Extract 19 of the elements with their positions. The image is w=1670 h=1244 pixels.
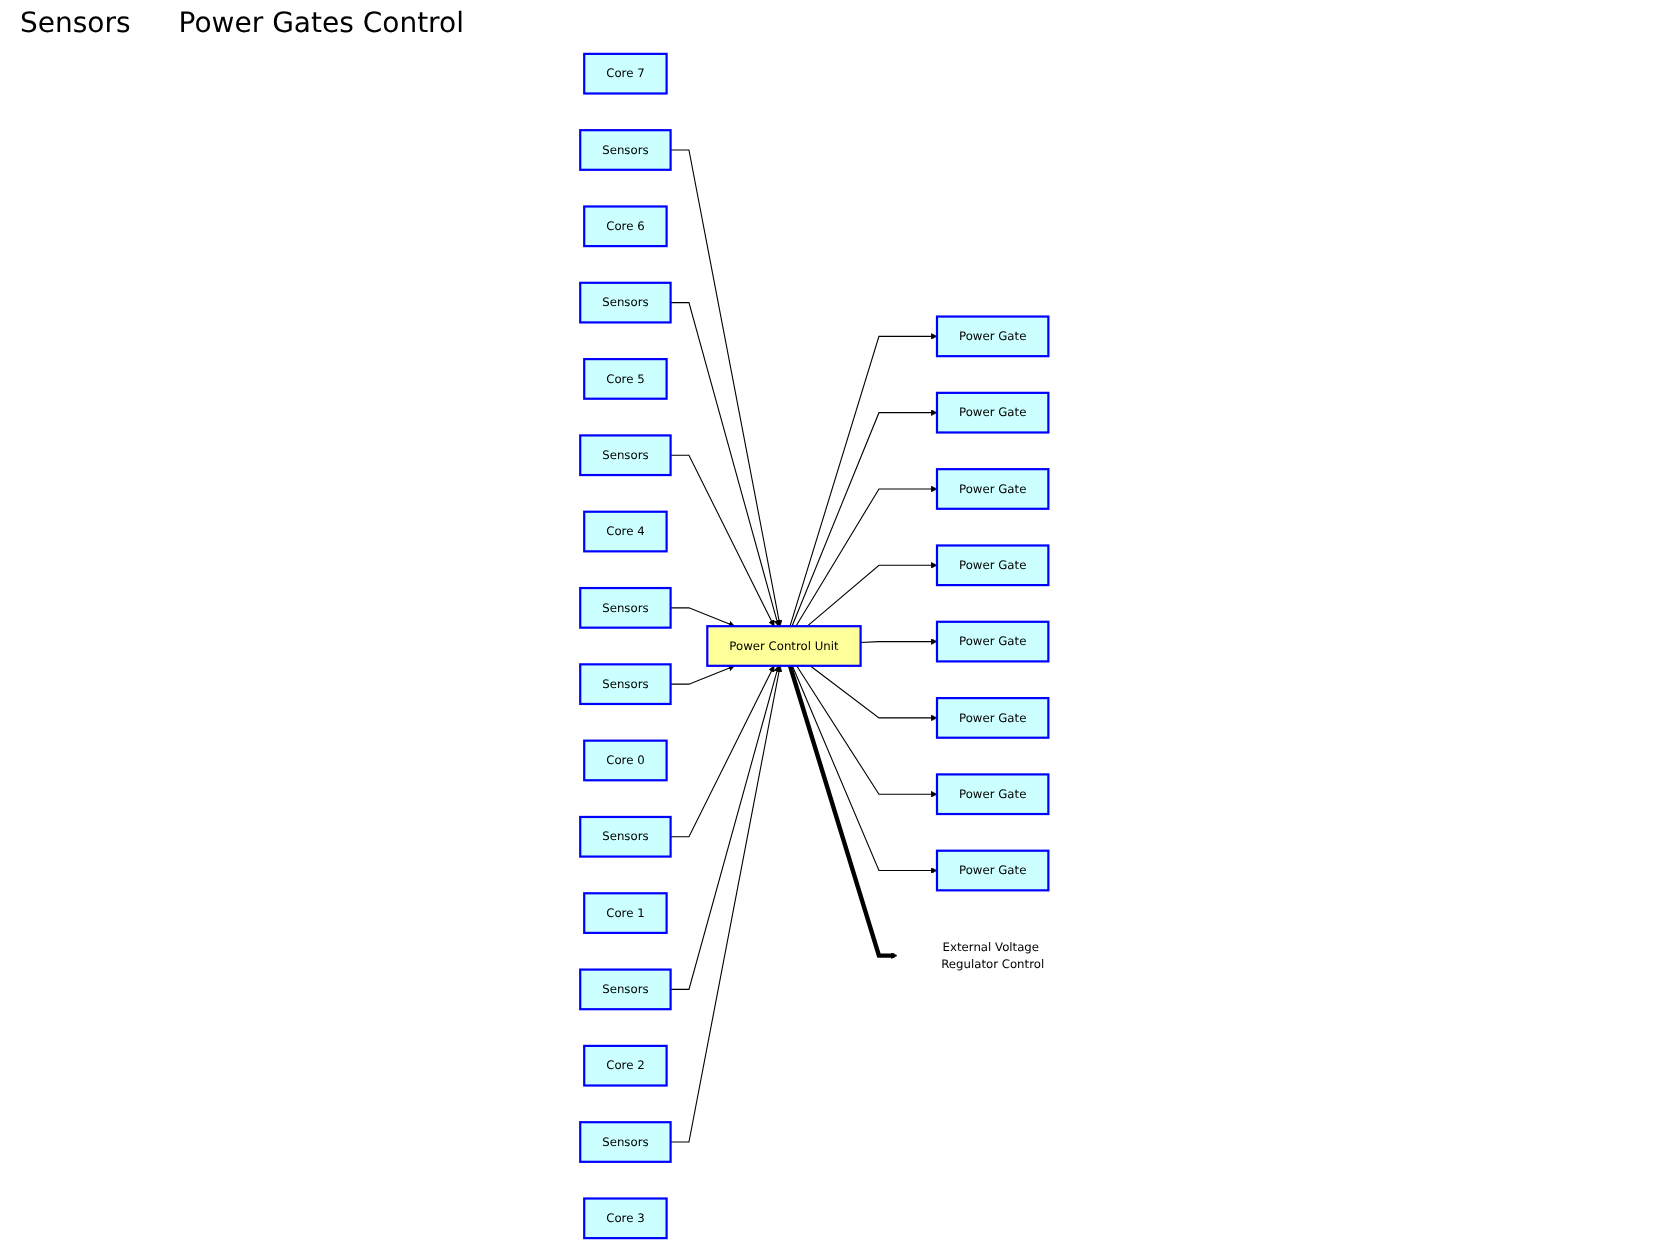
bus-label: Power Gates Control	[178, 8, 464, 40]
arrow	[860, 638, 939, 645]
arrow	[810, 665, 939, 722]
arrow	[670, 665, 776, 838]
arrow	[670, 607, 736, 627]
arrow	[788, 665, 899, 959]
arrow	[670, 454, 776, 627]
arrow	[807, 562, 939, 627]
arrow	[670, 665, 784, 1143]
arrow	[670, 302, 781, 627]
arrow	[792, 409, 939, 627]
arrow	[796, 665, 939, 798]
arrow	[792, 665, 939, 874]
arrow	[670, 665, 781, 990]
bus-label: Sensors	[20, 8, 131, 40]
arrow	[670, 665, 736, 685]
arrow	[790, 333, 939, 627]
arrow	[670, 149, 784, 627]
arrow	[796, 485, 939, 627]
